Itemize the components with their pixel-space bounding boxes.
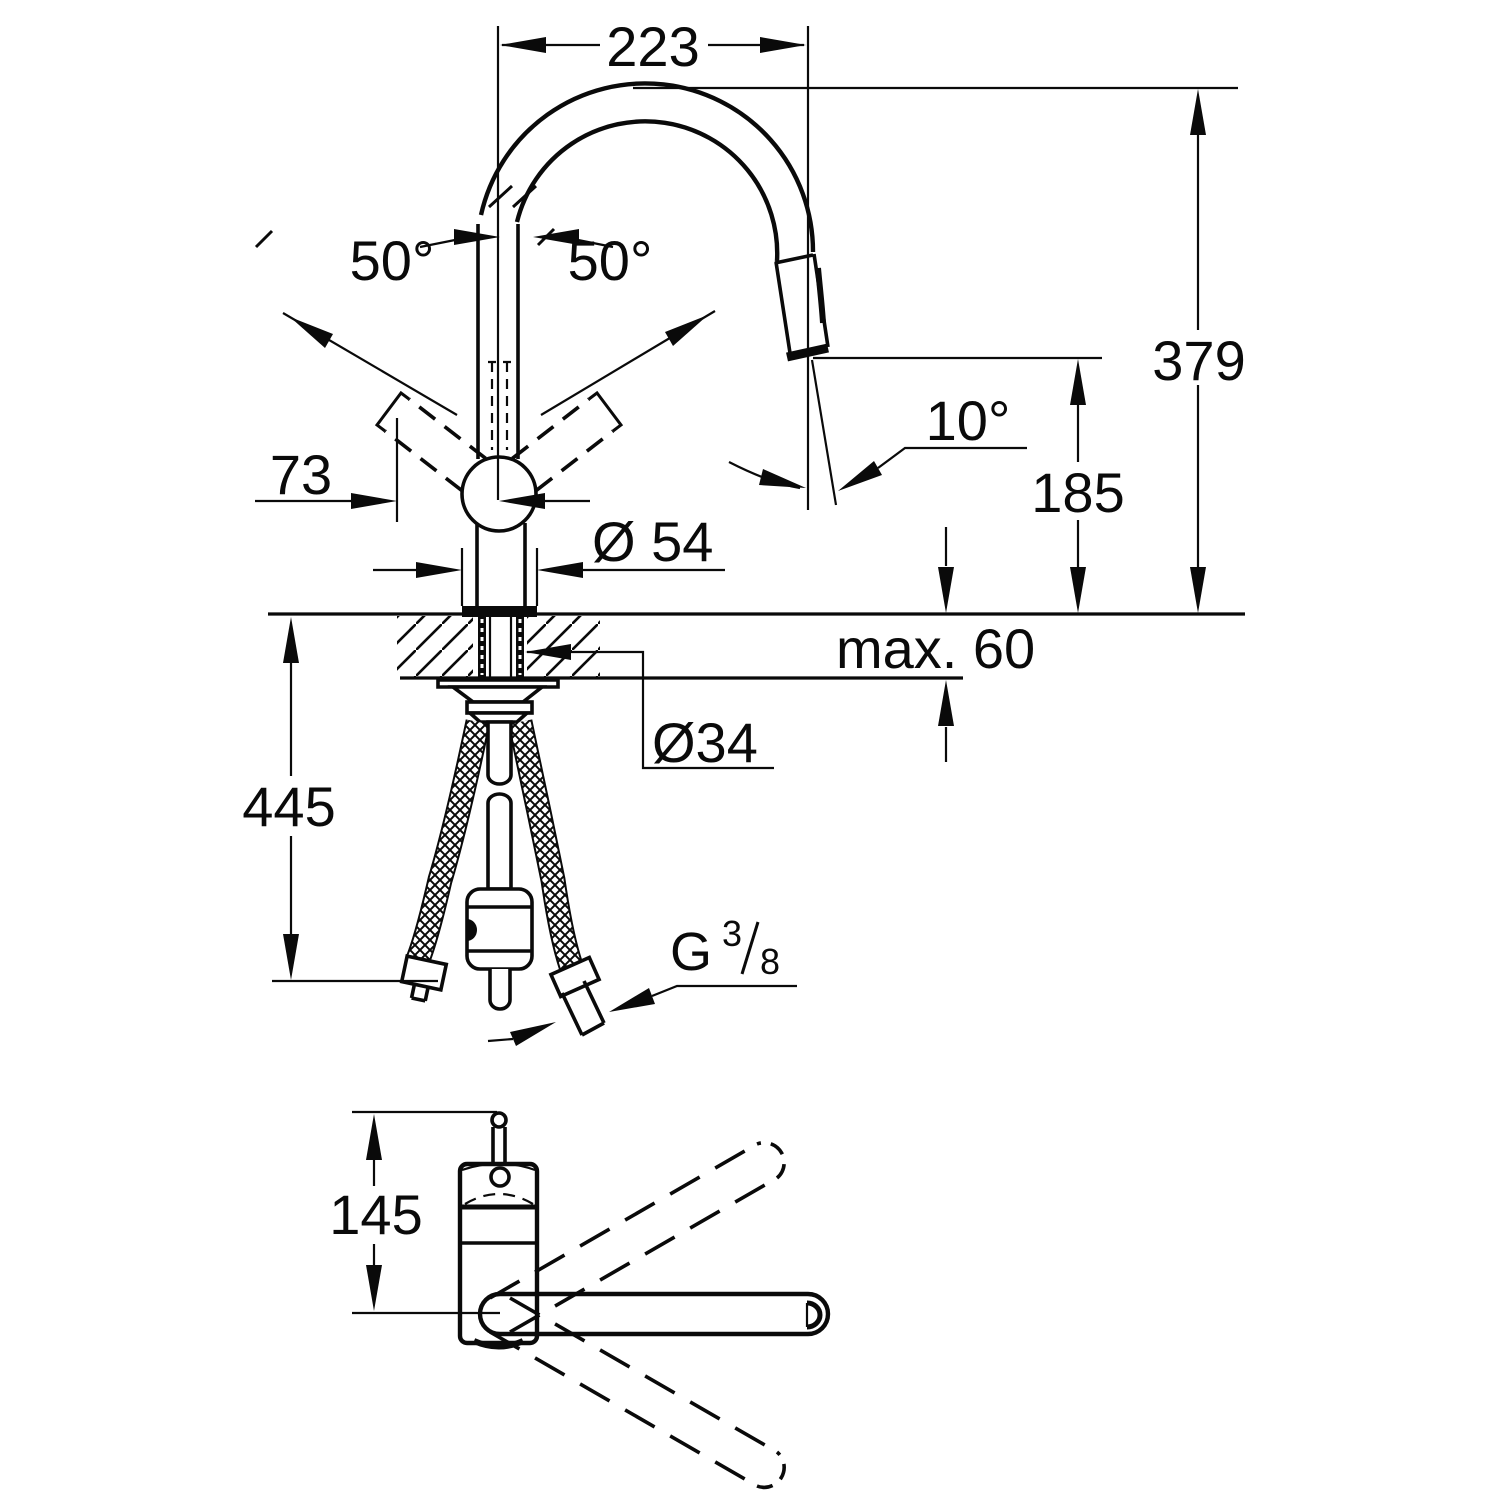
plan-spout-solid	[477, 1291, 831, 1337]
lever-swing-left-dashed	[374, 390, 513, 512]
spray-head	[774, 253, 830, 362]
counter-hatch-left	[397, 616, 473, 677]
dim-hole-diameter: Ø34	[525, 644, 774, 774]
tube-break-ticks	[487, 184, 538, 209]
lever-tube	[476, 184, 538, 459]
dim-label-swing-left: 50°	[350, 229, 435, 292]
lever-swing-right-dashed	[485, 390, 624, 512]
hidden-cartridge-lines	[490, 362, 509, 450]
dim-swing-right: 50°	[533, 227, 716, 416]
mounting-hardware	[436, 678, 560, 724]
plan-pin	[490, 1111, 508, 1129]
dim-deck-thickness: max. 60	[836, 527, 1035, 762]
base-plate	[462, 606, 537, 617]
supply-hose-right	[507, 719, 606, 1037]
dim-hose-length: 445	[242, 617, 438, 983]
dim-label-swing-right: 50°	[568, 229, 653, 292]
dim-label-plan-height: 145	[329, 1183, 422, 1246]
dim-label-spout-reach: 223	[606, 15, 699, 78]
thread-prefix: G	[670, 922, 712, 982]
thread-denominator: 8	[760, 941, 780, 982]
thread-numerator: 3	[722, 913, 742, 954]
dim-plan-height: 145	[329, 1110, 500, 1315]
front-view: 223 379 185 10°	[242, 15, 1246, 1046]
plan-spout-swivel-upper	[489, 1140, 786, 1334]
dim-lever-offset: 73	[255, 418, 590, 522]
dim-head-angle: 10°	[728, 359, 1027, 506]
plan-spout-swivel-lower	[489, 1296, 786, 1490]
thread-slash	[740, 921, 760, 975]
dim-label-lever-offset: 73	[270, 443, 332, 506]
dim-outlet-height: 185	[813, 356, 1125, 613]
countertop-section	[268, 612, 1245, 680]
dim-label-head-angle: 10°	[926, 389, 1011, 452]
spout-arc	[478, 81, 816, 262]
dim-label-outlet-height: 185	[1031, 461, 1124, 524]
faucet-body	[462, 523, 537, 617]
dim-total-height: 379	[633, 86, 1246, 613]
dim-spout-reach: 223	[500, 15, 810, 510]
dim-label-deck-thickness: max. 60	[836, 617, 1035, 680]
plan-body	[457, 1161, 540, 1350]
dim-label-body-diameter: Ø 54	[592, 510, 713, 573]
pullout-hose	[486, 720, 513, 891]
hose-connection-end	[560, 980, 606, 1037]
mounting-shank	[478, 617, 524, 677]
plan-view: 145	[329, 1110, 831, 1490]
dim-thread-size: G 3 8	[487, 913, 797, 1046]
dim-swing-left: 50°	[254, 229, 500, 416]
supply-hose-left	[399, 719, 491, 1003]
dim-label-hose-length: 445	[242, 775, 335, 838]
dim-body-diameter: Ø 54	[373, 510, 725, 606]
dim-label-total-height: 379	[1152, 329, 1245, 392]
hose-weight	[465, 887, 534, 1011]
weight-notch	[467, 919, 477, 941]
dim-label-hole-diameter: Ø34	[652, 711, 758, 774]
